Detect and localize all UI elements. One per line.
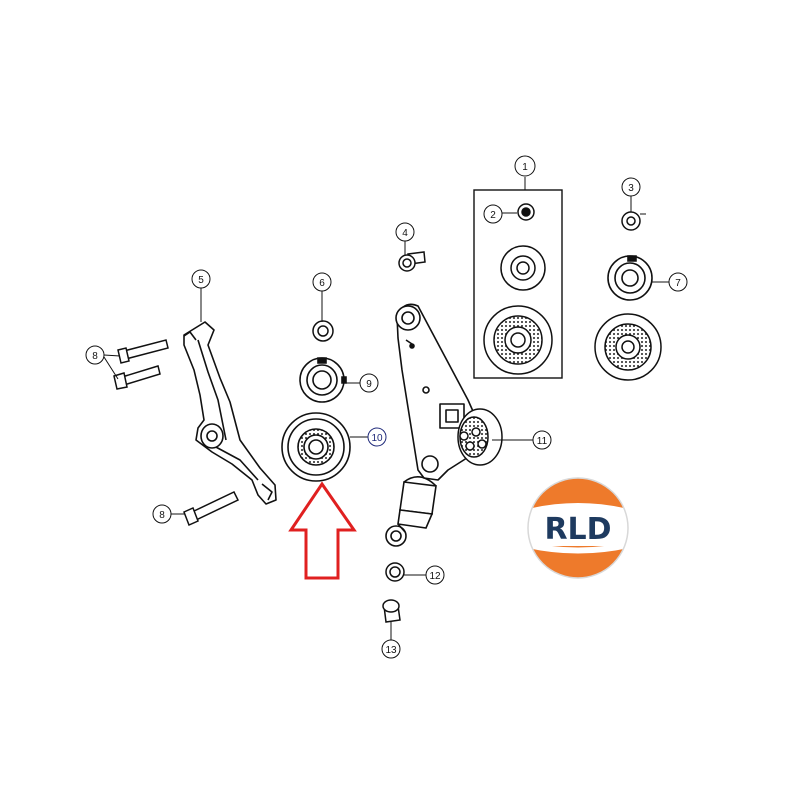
callout-12-label: 12 <box>429 571 441 582</box>
part-8-bolt-upper-2 <box>113 365 161 390</box>
part-8-bolt-upper-1 <box>117 339 169 364</box>
callout-4-label: 4 <box>402 228 408 239</box>
leader-lines <box>103 196 670 640</box>
callout-7: 7 <box>668 272 688 292</box>
part-3-nut <box>621 211 646 231</box>
callout-7-label: 7 <box>675 278 681 289</box>
callout-8-lower-label: 8 <box>159 510 165 521</box>
callout-9: 9 <box>359 373 379 393</box>
callout-6-label: 6 <box>319 278 325 289</box>
part-5-bracket <box>183 321 277 505</box>
part-4-bolt <box>398 251 426 272</box>
callout-13-label: 13 <box>385 645 397 656</box>
callout-8-lower: 8 <box>152 504 172 524</box>
part-11-pulley <box>457 408 503 466</box>
callout-3-label: 3 <box>628 183 634 194</box>
part-1-pulley <box>483 305 553 375</box>
callout-5: 5 <box>191 269 211 289</box>
callout-10: 10 <box>367 427 387 447</box>
part-12-nut <box>385 562 405 582</box>
callout-2-label: 2 <box>490 210 496 221</box>
callout-11: 11 <box>532 430 552 450</box>
callout-8-upper: 8 <box>85 345 105 365</box>
callout-1-label: 1 <box>522 162 528 173</box>
callout-2: 2 <box>483 204 503 224</box>
part-9-cover <box>299 357 347 403</box>
callout-9-label: 9 <box>366 379 372 390</box>
part-1-cover <box>500 245 546 291</box>
part-10-pulley <box>281 412 351 482</box>
callout-10-label: 10 <box>371 433 383 444</box>
standalone-pulley <box>594 313 662 381</box>
part-7-cover <box>607 255 653 301</box>
callout-5-label: 5 <box>198 275 204 286</box>
part-8-bolt-lower <box>183 491 240 527</box>
callout-8-upper-label: 8 <box>92 351 98 362</box>
callout-3: 3 <box>621 177 641 197</box>
part-6-washer <box>312 320 334 342</box>
callout-1: 1 <box>514 155 536 177</box>
rld-logo: RLD <box>527 477 629 579</box>
callout-11-label: 11 <box>537 436 548 447</box>
highlight-arrow <box>288 481 357 580</box>
callout-6: 6 <box>312 272 332 292</box>
part-11-shock <box>385 476 437 547</box>
part-13-bolt <box>382 599 401 623</box>
part-2-bolt <box>501 203 535 221</box>
callout-12: 12 <box>425 565 445 585</box>
logo-text: RLD <box>544 512 611 547</box>
callout-13: 13 <box>381 639 401 659</box>
part-11-tensioner-arm <box>395 303 477 481</box>
callout-4: 4 <box>395 222 415 242</box>
